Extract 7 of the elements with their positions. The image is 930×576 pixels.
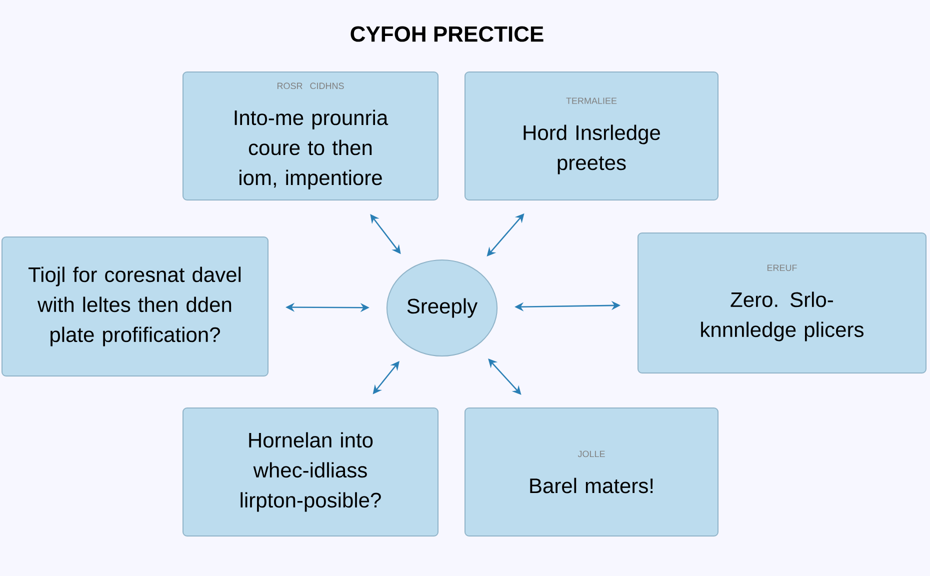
- text-box: Hornelan into whec-idliass lirpton-posible?: [182, 408, 438, 536]
- text-box: JOLLE Barel maters!: [464, 408, 718, 536]
- text-box: TERMALIEE Hord Insrledge preetes: [464, 72, 718, 200]
- text-box: EREUF Zero. Srlo-knnnledge plicers: [638, 232, 926, 374]
- text-box: ROSR CIDHNS Into-me prounria coure to then iom, impentiore: [182, 72, 438, 200]
- title: CYFOH PRECTICE: [350, 26, 544, 42]
- text-box: Tiojl for coresnat davel with leltes then dden plate profification?: [2, 236, 268, 376]
